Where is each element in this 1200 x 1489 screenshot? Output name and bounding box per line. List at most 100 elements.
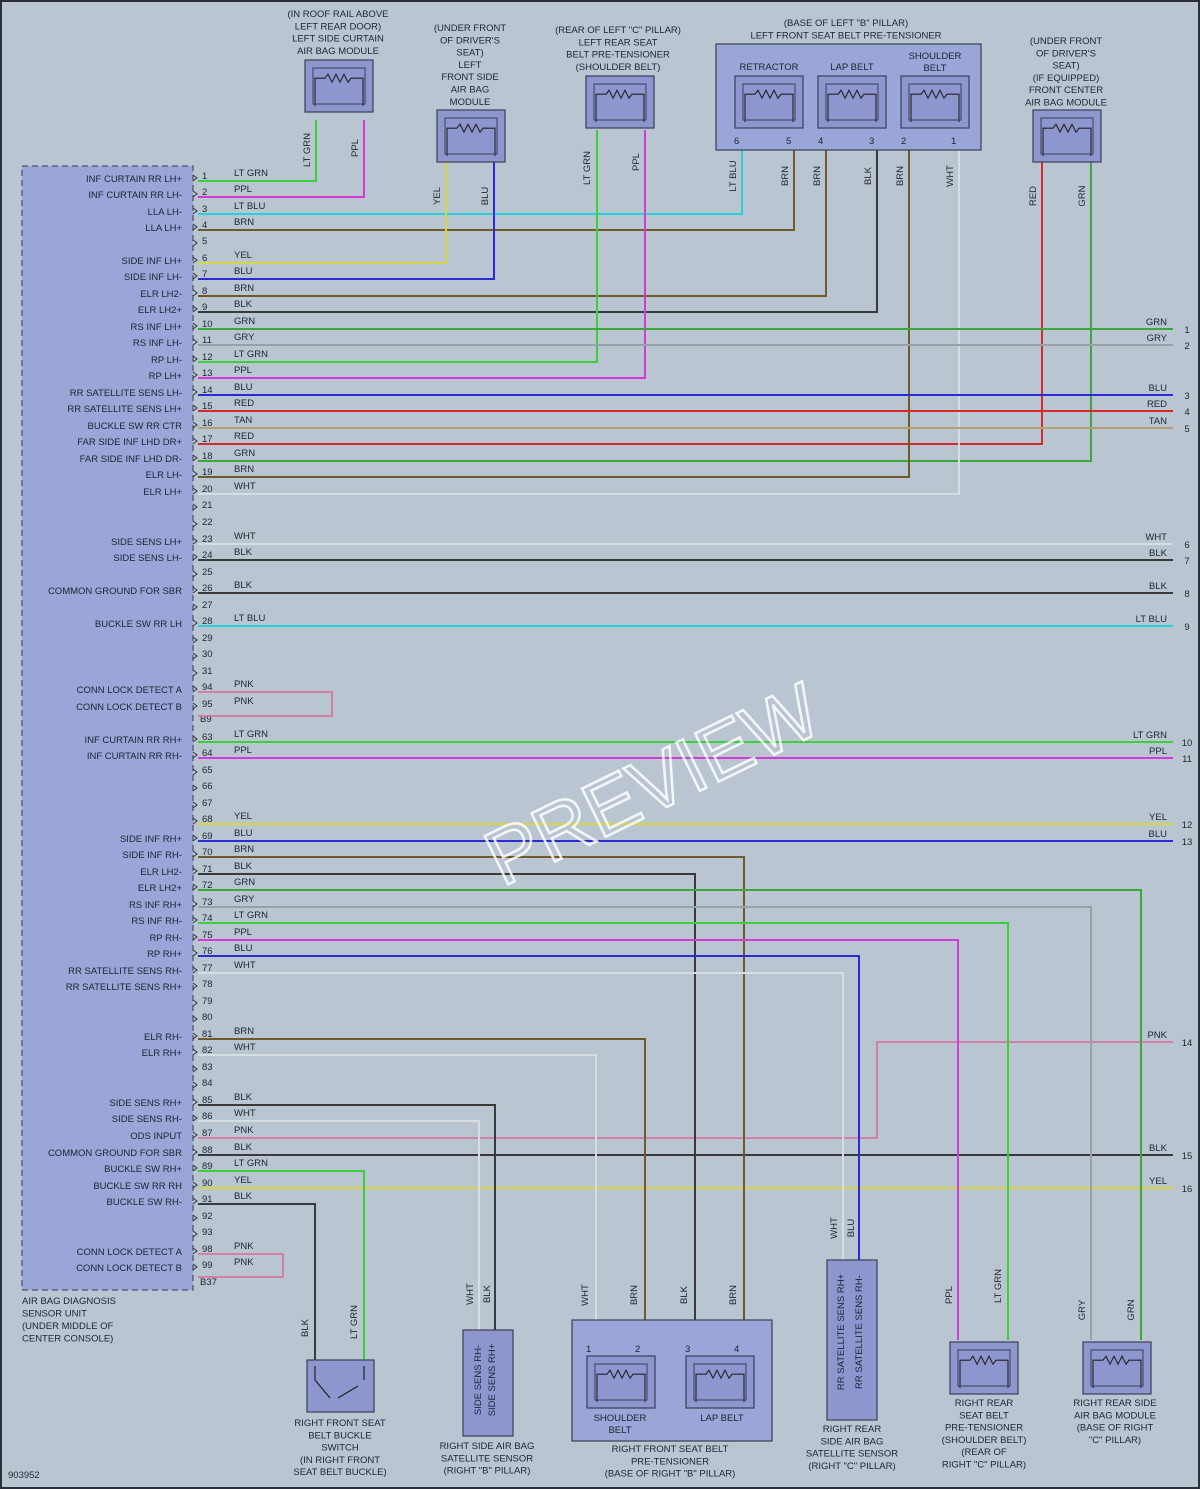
component-label: SATELLITE SENSOR	[441, 1453, 533, 1464]
wire-label: LT GRN	[993, 1269, 1004, 1303]
ecu-pin-label: INF CURTAIN RR LH-	[88, 190, 182, 201]
ecu-pin-wire-color: RED	[234, 398, 254, 409]
right-terminal-color: BLK	[1149, 581, 1168, 592]
ecu-pin-label: RP RH-	[149, 933, 182, 944]
pin-arrow	[192, 1032, 198, 1040]
ecu-pin-wire-color: LT GRN	[234, 1158, 268, 1169]
pin-arrow	[192, 207, 198, 215]
pin-arrow	[192, 1098, 198, 1106]
ecu-pin-label: SIDE INF LH-	[124, 272, 182, 283]
right-terminal-number: 9	[1184, 622, 1189, 633]
wire-label: YEL	[432, 187, 443, 205]
wire-label: BRN	[629, 1285, 640, 1305]
ecu-pin-number: 76	[202, 946, 213, 957]
pin-arrow	[192, 1164, 198, 1172]
ecu-pin-wire-color: BLK	[234, 1191, 253, 1202]
ecu-pin-wire-color: PNK	[234, 1257, 254, 1268]
lap-belt-label: LAP BELT	[830, 62, 874, 73]
ecu-pin-number: 13	[202, 368, 213, 379]
left-front-side-airbag-module	[436, 109, 506, 163]
ecu-pin-wire-color: TAN	[234, 415, 252, 426]
ecu-pin-label: RS INF RH-	[131, 916, 182, 927]
pin-arrow	[192, 867, 198, 875]
component-label: RIGHT REAR	[823, 1424, 882, 1435]
ecu-pin-number: 67	[202, 798, 213, 809]
wire	[198, 120, 317, 182]
ecu-pin-wire-color: BRN	[234, 1026, 254, 1037]
ecu-pin-label: RS INF LH+	[131, 322, 183, 333]
ecu-pin-number: 73	[202, 897, 213, 908]
ecu-pin-number: 26	[202, 583, 213, 594]
ecu-pin-wire-color: WHT	[234, 1042, 256, 1053]
ecu-pin-number: 14	[202, 385, 213, 396]
ecu-pin-wire-color: PNK	[234, 696, 254, 707]
pin-arrow	[192, 900, 198, 908]
ecu-pin-wire-color: GRY	[234, 894, 255, 905]
ecu-pin-wire-color: PPL	[234, 927, 252, 938]
component-label: LEFT REAR DOOR)	[295, 21, 381, 32]
pin-arrow	[192, 239, 198, 247]
ecu-pin-number: 6	[202, 253, 207, 264]
ecu-pin-number: 16	[202, 418, 213, 429]
ecu-pin-label: BUCKLE SW RR CTR	[88, 421, 183, 432]
right-side-satellite-sensor	[462, 1329, 514, 1437]
component-label: SIDE AIR BAG	[821, 1436, 884, 1447]
ecu-pin-number: 83	[202, 1062, 213, 1073]
ecu-body	[21, 165, 194, 1291]
ecu-pin-wire-color: PPL	[234, 745, 252, 756]
pin-arrow	[192, 487, 198, 495]
pin-arrow	[192, 883, 198, 891]
component-label: RIGHT "C" PILLAR)	[942, 1460, 1026, 1471]
ecu-pin-number: 15	[202, 401, 213, 412]
ecu-pin-wire-color: GRN	[234, 448, 255, 459]
ecu-pin-number: 87	[202, 1128, 213, 1139]
ecu-pin-number: 64	[202, 748, 213, 759]
ecu-pin-number: 4	[202, 220, 207, 231]
right-terminal-color: GRN	[1146, 317, 1167, 328]
pin-arrow	[192, 619, 198, 627]
component-label: AIR BAG MODULE	[297, 46, 379, 57]
ecu-pin-number: 99	[202, 1260, 213, 1271]
component-label: LEFT REAR SEAT	[579, 37, 658, 48]
ecu-title-line: SENSOR UNIT	[22, 1309, 87, 1320]
wire-label: RED	[1028, 186, 1039, 206]
component-label: OF DRIVER'S	[1036, 48, 1096, 59]
ecu-pin-wire-color: BLK	[234, 580, 253, 591]
ecu-pin-number: 70	[202, 847, 213, 858]
retractor-label: RETRACTOR	[740, 62, 799, 73]
ecu-pin-wire-color: GRN	[234, 316, 255, 327]
right-terminal-color: GRY	[1147, 333, 1168, 344]
right-terminal-number: 6	[1184, 540, 1189, 551]
right-terminal-color: BLK	[1149, 548, 1168, 559]
component-label: PRE-TENSIONER	[631, 1456, 709, 1467]
ecu-pin-number: 92	[202, 1211, 213, 1222]
ecu-pin-number: 27	[202, 600, 213, 611]
pin-arrow	[192, 1197, 198, 1205]
right-terminal-number: 3	[1184, 391, 1189, 402]
component-label: (BASE OF LEFT "B" PILLAR)	[784, 18, 908, 29]
ecu-pin-label: ELR RH-	[144, 1032, 182, 1043]
ecu-pin-label: CONN LOCK DETECT B	[76, 1263, 182, 1274]
ecu-pin-wire-color: GRN	[234, 877, 255, 888]
wire	[198, 162, 1092, 462]
wire-label: RR SATELLITE SENS RH-	[854, 1275, 865, 1389]
ecu-pin-number: 69	[202, 831, 213, 842]
right-terminal-color: RED	[1147, 399, 1167, 410]
pin-arrow	[192, 190, 198, 198]
component-label: SEAT BELT	[959, 1410, 1009, 1421]
shoulder-label: SHOULDER	[594, 1413, 647, 1424]
pin-arrow	[192, 916, 198, 924]
component-label: LEFT SIDE CURTAIN	[292, 34, 384, 45]
component-label: SATELLITE SENSOR	[806, 1449, 898, 1460]
wire-label: RR SATELLITE SENS RH+	[836, 1273, 847, 1390]
component-label: (BASE OF RIGHT "B" PILLAR)	[605, 1469, 736, 1480]
wire	[198, 130, 910, 478]
ecu-pin-wire-color: BLK	[234, 1092, 253, 1103]
ecu-pin-label: ELR LH2+	[138, 305, 183, 316]
ecu-pin-wire-color: BLU	[234, 943, 253, 954]
right-terminal-number: 7	[1184, 556, 1189, 567]
wire	[198, 889, 1142, 1340]
